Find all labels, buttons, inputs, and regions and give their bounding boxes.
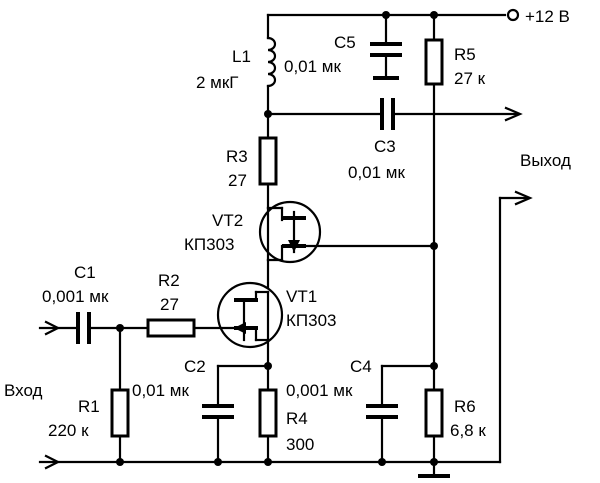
capacitor-C1 <box>76 312 150 344</box>
output-terminal <box>498 190 533 464</box>
R3-name: R3 <box>226 147 248 166</box>
R5-name: R5 <box>454 45 476 64</box>
C2-name: C2 <box>184 357 206 376</box>
C1-name: C1 <box>74 263 96 282</box>
R2-value: 27 <box>160 295 179 314</box>
resistor-R6 <box>424 388 444 438</box>
R6-value: 6,8 к <box>450 421 486 440</box>
input-terminal <box>38 320 78 336</box>
R2-name: R2 <box>158 271 180 290</box>
R1-value: 220 к <box>48 421 89 440</box>
L1-value: 2 мкГ <box>196 73 239 92</box>
C3-name: C3 <box>374 137 396 156</box>
capacitor-C2 <box>202 364 270 464</box>
capacitor-C4 <box>366 364 436 464</box>
resistor-R2 <box>146 318 196 338</box>
transistor-VT1 <box>194 281 284 349</box>
capacitor-C3 <box>266 98 523 130</box>
R3-value: 27 <box>228 171 247 190</box>
C4-value-R4-top: 0,001 мк <box>286 381 353 400</box>
VT1-name: VT1 <box>286 287 317 306</box>
R1-name: R1 <box>78 397 100 416</box>
C5-value: 0,01 мк <box>284 57 341 76</box>
resistor-R3 <box>258 136 278 210</box>
C1-value: 0,001 мк <box>42 287 109 306</box>
capacitor-C5 <box>370 13 402 80</box>
R6-name: R6 <box>454 397 476 416</box>
transistor-VT2 <box>258 200 436 264</box>
resistor-R4 <box>258 388 278 464</box>
supply-rail <box>266 8 520 22</box>
power-label: +12 В <box>525 7 570 26</box>
junction-dots <box>116 11 438 466</box>
C2-value: 0,01 мк <box>132 381 189 400</box>
VT2-name: VT2 <box>212 211 243 230</box>
output-label: Выход <box>520 151 571 170</box>
R4-name: R4 <box>286 409 308 428</box>
VT2-value: КП303 <box>184 235 235 254</box>
R5-value: 27 к <box>454 69 486 88</box>
resistor-R1 <box>110 326 130 464</box>
inductor-L1 <box>266 13 277 140</box>
C5-name: C5 <box>334 33 356 52</box>
input-label: Вход <box>4 381 43 400</box>
R4-value: 300 <box>286 435 314 454</box>
C4-name: C4 <box>350 357 372 376</box>
C3-value: 0,01 мк <box>348 163 405 182</box>
VT1-value: КП303 <box>286 311 337 330</box>
L1-name: L1 <box>232 47 251 66</box>
power-terminal <box>506 8 520 22</box>
